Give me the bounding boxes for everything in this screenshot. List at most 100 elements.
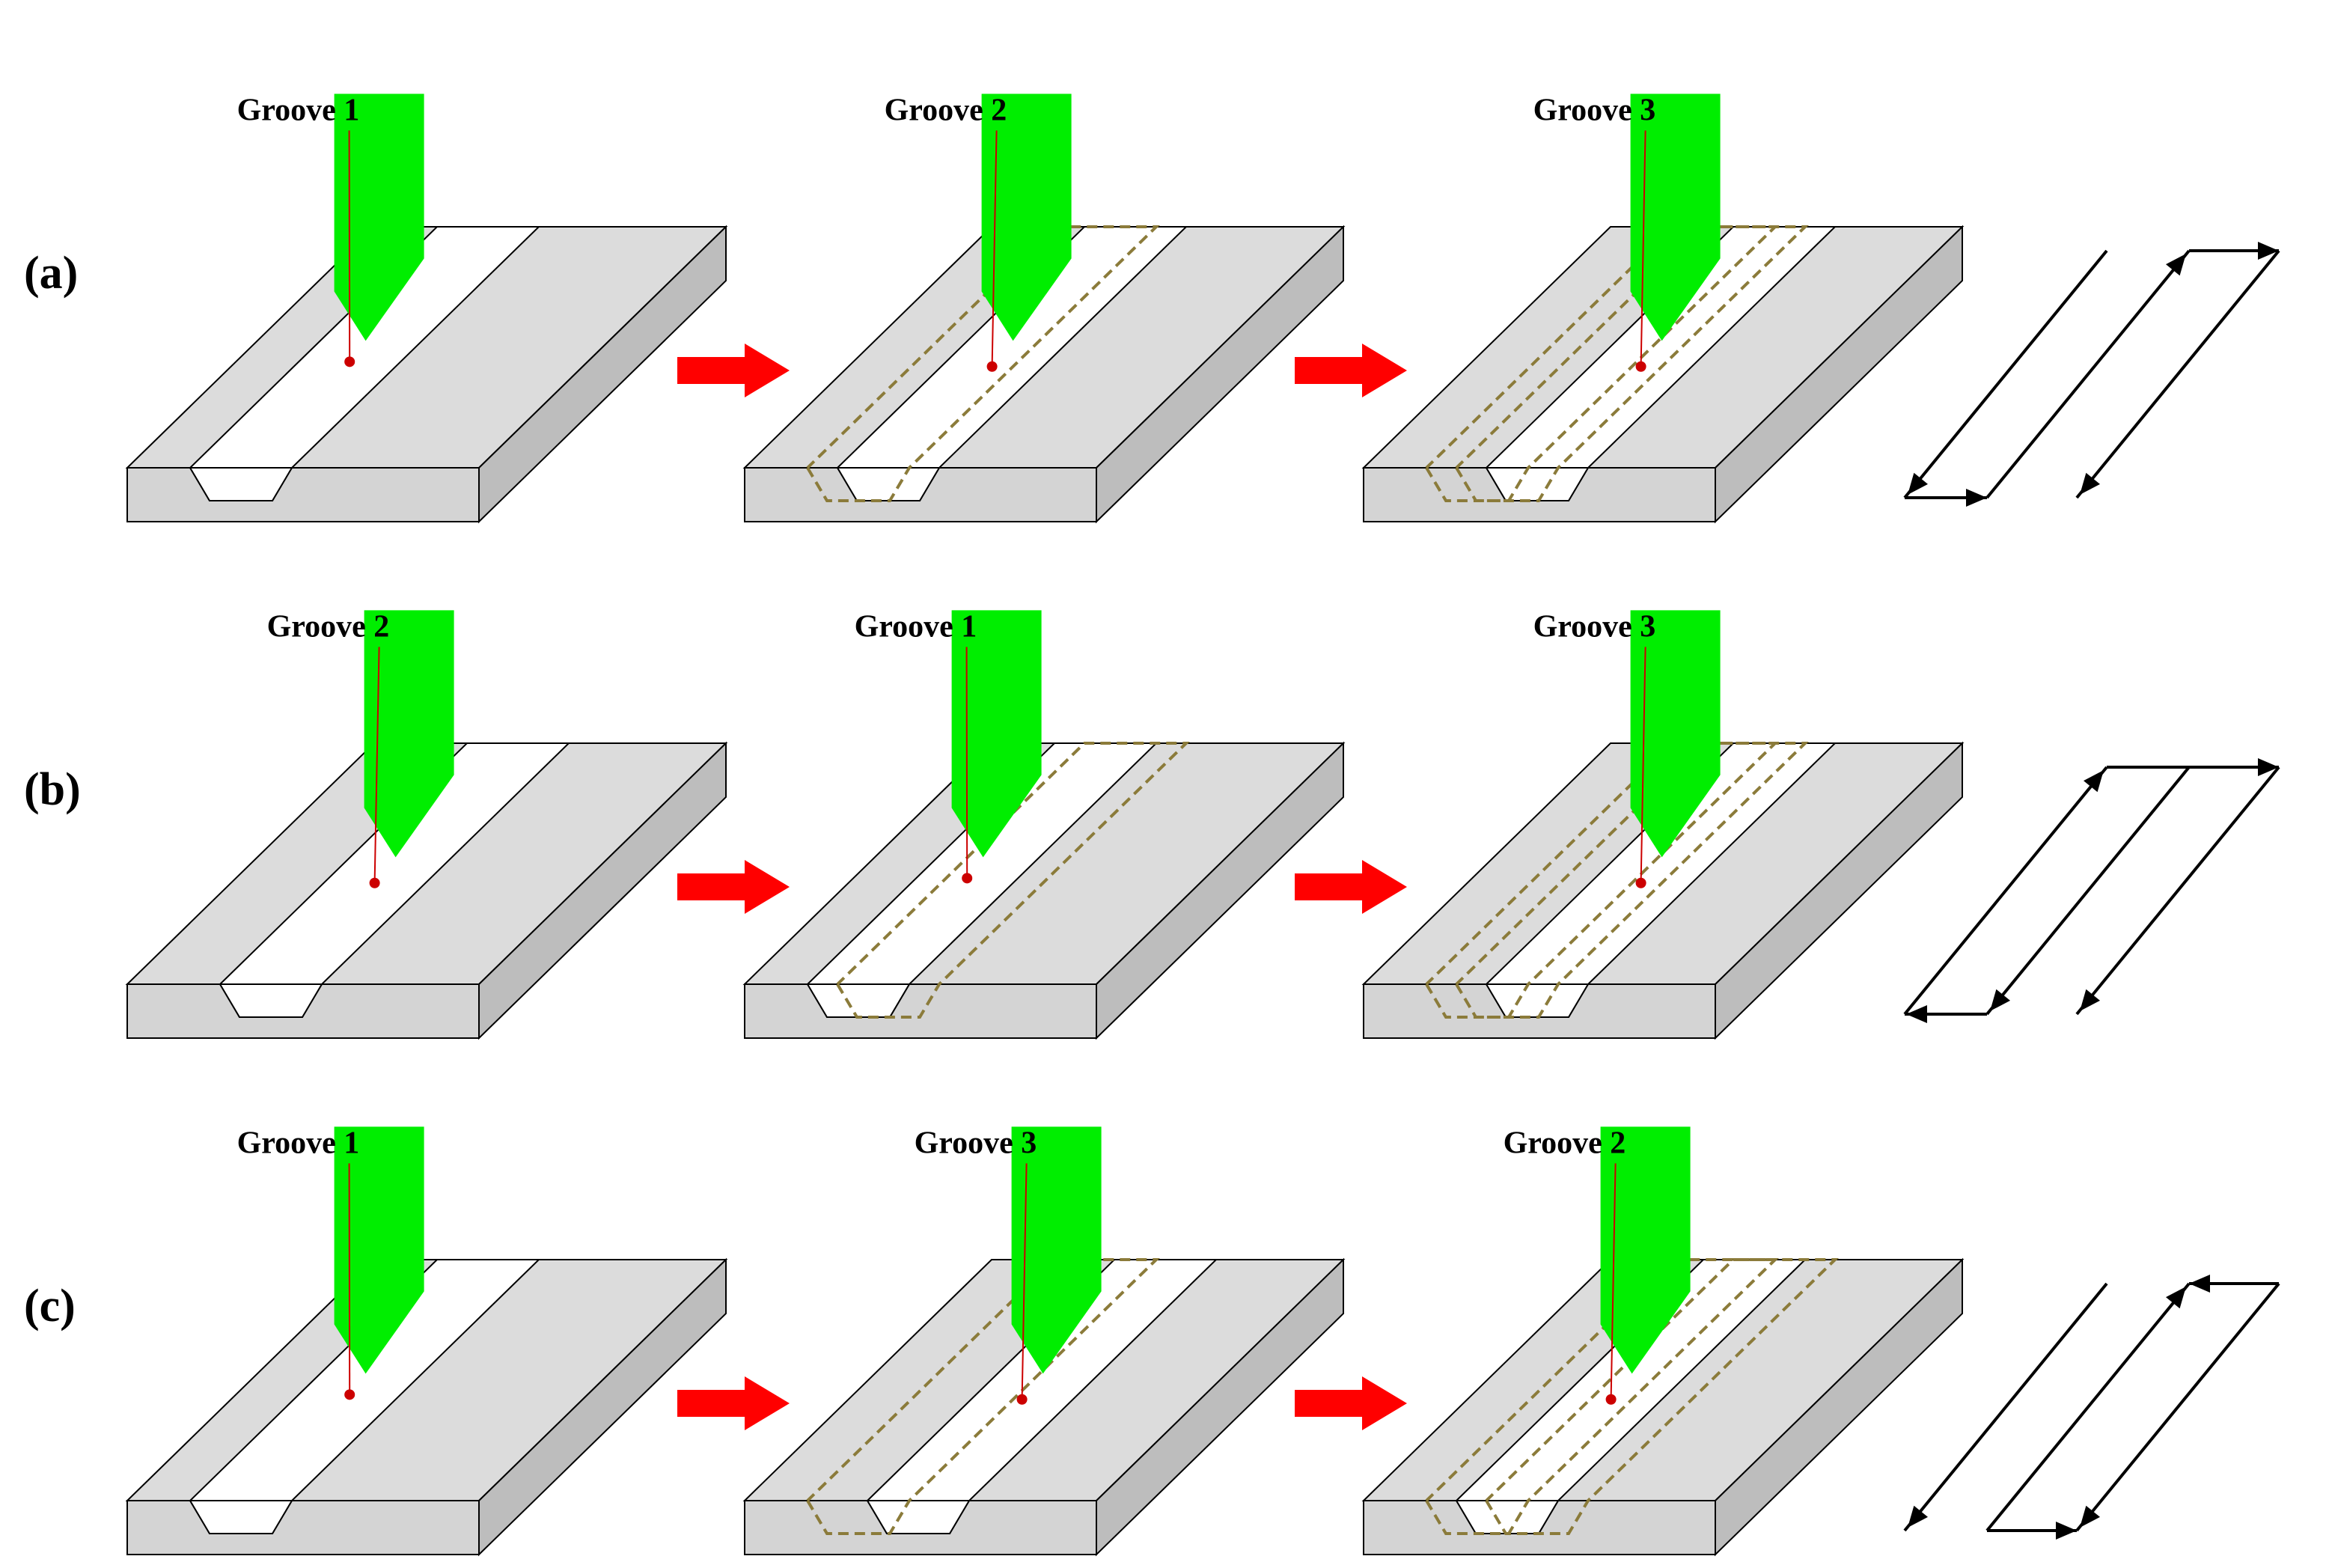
right-arrow-icon: [677, 860, 790, 914]
tool-path-zigzag-132-icon: [1903, 1275, 2280, 1540]
groove-profile: [189, 1500, 293, 1534]
path-segment: [1903, 766, 2108, 1016]
groove-marker: [1635, 877, 1646, 888]
cutting-tool-icon: [1011, 1126, 1102, 1374]
leader-line: [373, 647, 380, 883]
step-2: Groove 2: [1361, 1126, 1965, 1557]
path-arrowhead: [2258, 242, 2279, 260]
step-2: Groove 3: [1361, 93, 1965, 524]
groove-marker: [962, 873, 973, 884]
leader-line: [991, 130, 998, 367]
groove-marker: [344, 1389, 355, 1400]
groove-label: Groove 2: [885, 93, 1007, 127]
path-arrowhead: [1966, 489, 1987, 507]
groove-label: Groove 3: [915, 1126, 1037, 1160]
groove-profile: [1485, 467, 1590, 501]
path-segment: [2075, 766, 2280, 1016]
right-arrow-shape: [1295, 1376, 1407, 1430]
groove-marker: [986, 361, 998, 372]
step-1: Groove 3: [742, 1126, 1407, 1557]
path-arrowhead: [2056, 1522, 2077, 1540]
leader-line: [1640, 647, 1646, 883]
right-arrow-shape: [677, 860, 790, 914]
tool-path-zigzag-213-icon: [1903, 758, 2280, 1023]
groove-profile: [1485, 983, 1590, 1018]
path-arrowhead: [1906, 1005, 1927, 1023]
right-arrow-icon: [677, 1376, 790, 1430]
cutting-tool-icon: [1630, 610, 1721, 858]
tool-path-zigzag-123-icon: [1903, 242, 2280, 507]
path-segment: [1903, 249, 2108, 499]
groove-marker: [1605, 1394, 1617, 1405]
leader-line: [348, 1163, 351, 1395]
plate-front: [744, 983, 1097, 1039]
groove-label: Groove 2: [1504, 1126, 1626, 1160]
plate-front: [126, 467, 480, 522]
path-segment: [1903, 1282, 2108, 1532]
right-arrow-shape: [677, 1376, 790, 1430]
row-1: (b) Groove 2 Groove 1 Groove 3: [24, 609, 2280, 1040]
plate-front: [126, 1500, 480, 1555]
step-1: Groove 1: [742, 609, 1407, 1040]
leader-line: [1610, 1163, 1617, 1400]
groove-label: Groove 1: [237, 93, 360, 127]
groove-marker: [344, 356, 355, 367]
groove-profile: [189, 467, 293, 501]
groove-label: Groove 2: [267, 609, 390, 644]
cutting-tool-icon: [1600, 1126, 1691, 1374]
path-arrowhead: [2080, 989, 2100, 1011]
path-arrowhead: [2080, 1505, 2100, 1528]
path-segment: [1985, 249, 2191, 499]
groove-label: Groove 1: [237, 1126, 360, 1160]
leader-line: [348, 130, 351, 362]
row-label: (c): [24, 1281, 76, 1331]
right-arrow-shape: [1295, 344, 1407, 397]
right-arrow-icon: [1295, 860, 1407, 914]
groove-marker: [1016, 1394, 1028, 1405]
row-label: (a): [24, 248, 78, 299]
cutting-tool-icon: [981, 94, 1072, 341]
path-arrowhead: [2080, 472, 2100, 495]
path-segment: [2075, 1282, 2280, 1532]
step-0: Groove 1: [125, 93, 790, 524]
machined-groove-dashed: [836, 742, 1190, 1019]
leader-line: [1021, 1163, 1028, 1400]
path-arrowhead: [2166, 1287, 2186, 1309]
path-segment: [1985, 766, 2191, 1016]
groove-label: Groove 3: [1533, 93, 1656, 127]
leader-line: [1640, 130, 1646, 367]
groove-marker: [369, 877, 380, 888]
row-2: (c) Groove 1 Groove 3 Groove 2: [24, 1126, 2280, 1557]
path-arrowhead: [1908, 472, 1928, 495]
cutting-tool-icon: [951, 610, 1042, 858]
groove-profile: [219, 983, 323, 1018]
groove-marker: [1635, 361, 1646, 372]
row-label: (b): [24, 764, 81, 815]
path-segment: [1985, 1282, 2191, 1532]
path-arrowhead: [2166, 254, 2186, 276]
path-arrowhead: [2084, 770, 2104, 793]
path-arrowhead: [2258, 758, 2279, 776]
step-1: Groove 2: [742, 93, 1407, 524]
path-segment: [2075, 249, 2280, 499]
row-0: (a) Groove 1 Groove 2 Groove 3: [24, 93, 2280, 524]
path-arrowhead: [1990, 989, 2010, 1011]
groove-profile: [866, 1500, 971, 1534]
right-arrow-icon: [1295, 344, 1407, 397]
cutting-tool-icon: [1630, 94, 1721, 341]
rows-layer: (a) Groove 1 Groove 2 Groove 3 (b) Groove 2 Gr…: [24, 93, 2280, 1557]
groove-label: Groove 3: [1533, 609, 1656, 644]
step-0: Groove 1: [125, 1126, 790, 1557]
groove-profile: [836, 467, 941, 501]
machined-groove-dashed: [1485, 1258, 1839, 1535]
cutting-tool-icon: [334, 1126, 424, 1374]
groove-label: Groove 1: [855, 609, 977, 644]
step-0: Groove 2: [125, 609, 790, 1040]
step-2: Groove 3: [1361, 609, 1965, 1040]
cutting-tool-icon: [364, 610, 454, 858]
right-arrow-icon: [677, 344, 790, 397]
right-arrow-icon: [1295, 1376, 1407, 1430]
path-arrowhead: [2189, 1275, 2210, 1293]
cutting-tool-icon: [334, 94, 424, 341]
